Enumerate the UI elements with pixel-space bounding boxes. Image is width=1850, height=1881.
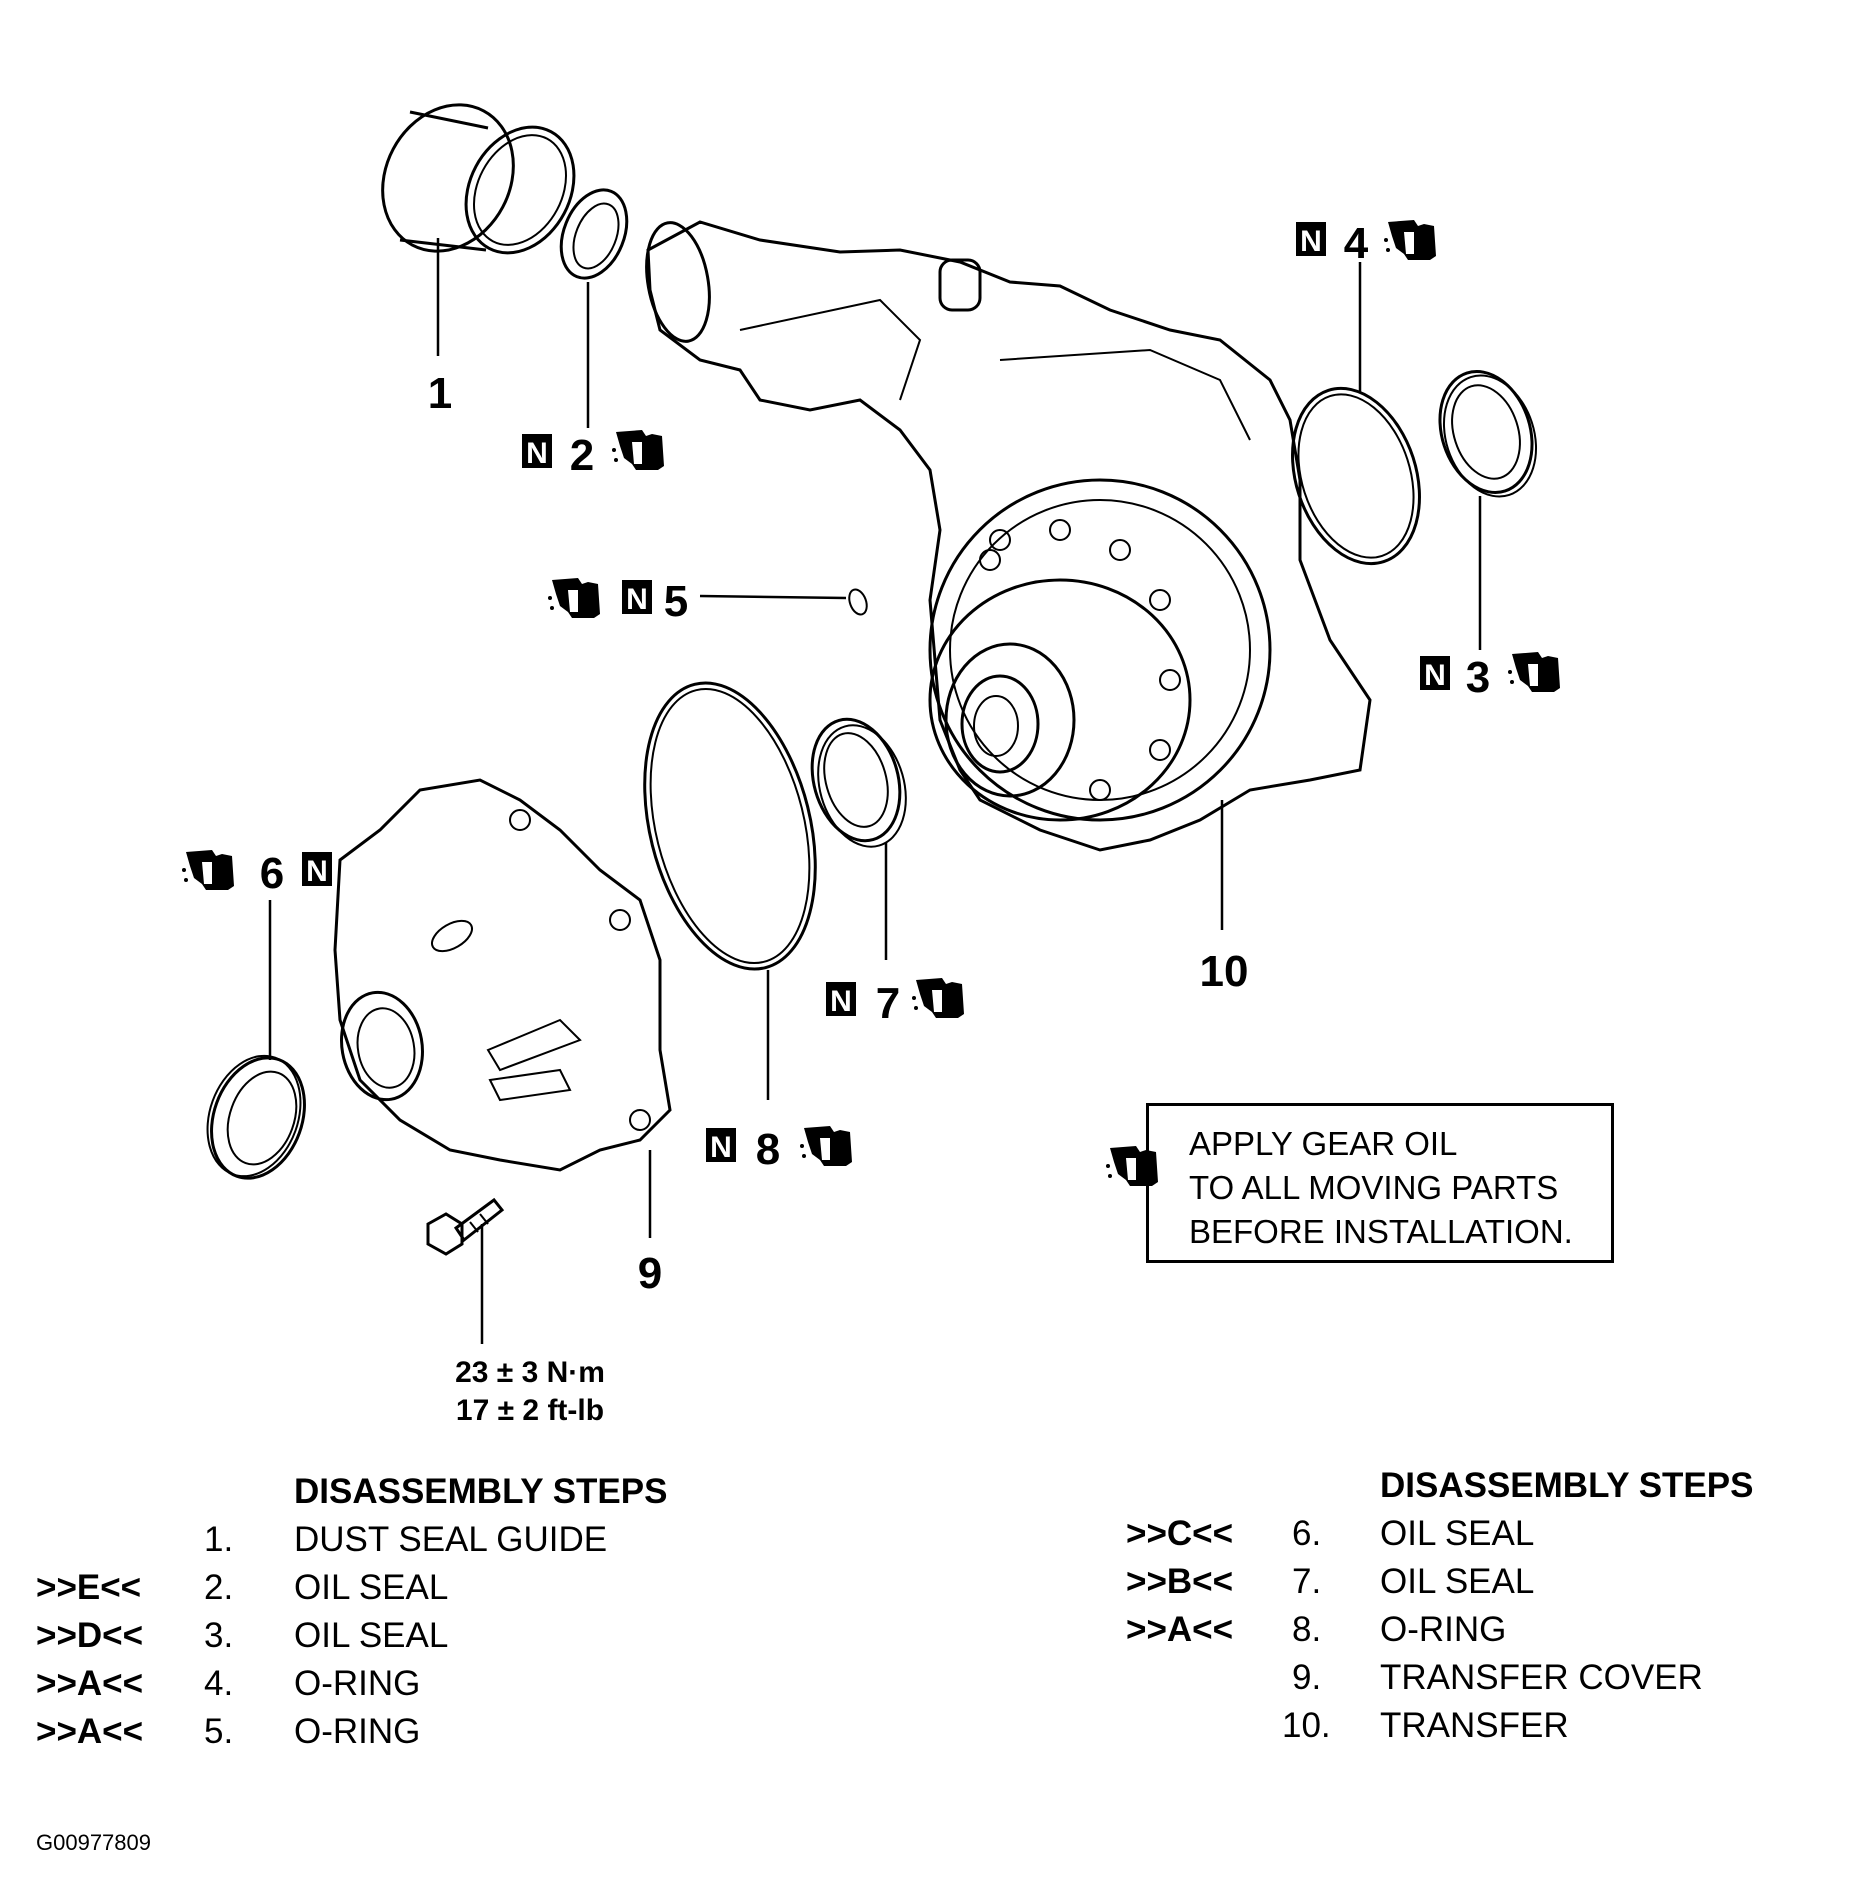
callout-8: 8 <box>756 1125 780 1174</box>
oil-seal-7-part <box>810 717 907 848</box>
new-part-n-icon <box>826 982 856 1018</box>
gear-oil-can-icon <box>1508 652 1560 692</box>
note-line-1: APPLY GEAR OIL <box>1189 1125 1458 1162</box>
dust-seal-guide-part <box>381 103 576 255</box>
new-part-n-icon <box>706 1128 736 1164</box>
callout-3: 3 <box>1466 653 1490 702</box>
new-part-n-icon <box>622 580 652 616</box>
callout-1: 1 <box>428 369 452 418</box>
gear-oil-note: APPLY GEAR OIL TO ALL MOVING PARTS BEFOR… <box>1146 1103 1614 1263</box>
new-part-n-icon <box>302 852 332 888</box>
gear-oil-can-icon <box>182 850 234 890</box>
note-line-2: TO ALL MOVING PARTS <box>1189 1169 1559 1206</box>
steps-heading: DISASSEMBLY STEPS <box>294 1472 668 1511</box>
torque-imperial: 17 ± 2 ft-lb <box>456 1394 604 1427</box>
o-ring-4-part <box>1291 386 1421 566</box>
gear-oil-can-icon <box>548 578 600 618</box>
callout-10: 10 <box>1200 947 1249 996</box>
callout-7: 7 <box>876 979 900 1028</box>
o-ring-8-part <box>643 681 817 971</box>
callout-6: 6 <box>260 849 284 898</box>
oil-seal-2-part <box>559 188 629 280</box>
cover-bolt-part <box>426 1197 505 1256</box>
transfer-case-housing-part <box>645 220 1372 852</box>
gear-oil-can-icon <box>912 978 964 1018</box>
figure-code: G00977809 <box>36 1830 151 1855</box>
callout-2: 2 <box>570 431 594 480</box>
callout-5: 5 <box>664 577 688 626</box>
disassembly-steps-left: DISASSEMBLY STEPS 1. DUST SEAL GUIDE >>E… <box>36 1472 668 1751</box>
steps-heading: DISASSEMBLY STEPS <box>1380 1466 1754 1505</box>
callout-9: 9 <box>638 1249 662 1298</box>
torque-metric: 23 ± 3 N·m <box>455 1356 605 1389</box>
new-part-n-icon <box>1420 656 1450 692</box>
gear-oil-can-icon <box>1384 220 1436 260</box>
oil-seal-3-part <box>1438 369 1538 498</box>
oil-seal-6-part <box>206 1054 306 1180</box>
new-part-n-icon <box>1296 222 1326 258</box>
gear-oil-can-icon <box>612 430 664 470</box>
new-part-n-icon <box>522 434 552 470</box>
callout-4: 4 <box>1344 219 1369 268</box>
note-line-3: BEFORE INSTALLATION. <box>1189 1213 1573 1250</box>
disassembly-steps-right: DISASSEMBLY STEPS >>C<< 6. OIL SEAL >>B<… <box>1126 1466 1754 1745</box>
gear-oil-can-icon <box>800 1126 852 1166</box>
o-ring-5-part <box>848 588 868 616</box>
transfer-cover-part <box>333 778 672 1172</box>
